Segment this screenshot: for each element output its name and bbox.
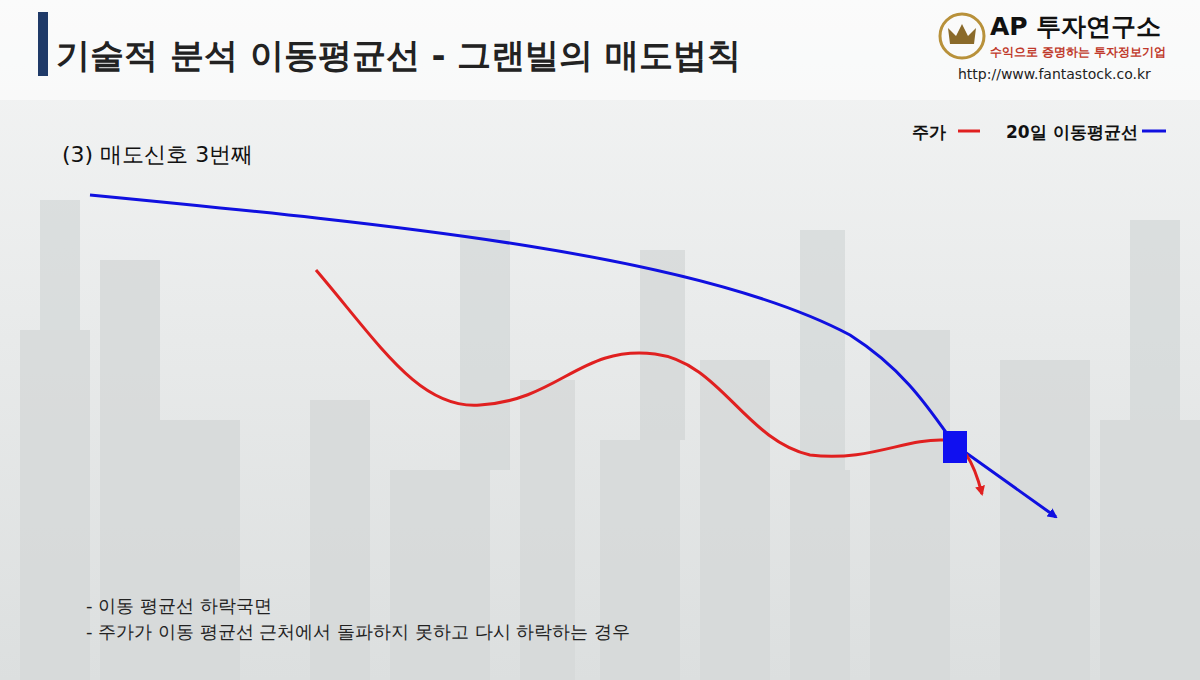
company-url: http://www.fantastock.co.kr bbox=[958, 66, 1151, 82]
section-heading: (3) 매도신호 3번째 bbox=[62, 140, 253, 170]
moving-average-line bbox=[90, 195, 1056, 517]
note-line: - 주가가 이동 평균선 근처에서 돌파하지 못하고 다시 하락하는 경우 bbox=[86, 620, 630, 644]
price-line bbox=[316, 270, 982, 494]
company-name: AP 투자연구소 bbox=[990, 10, 1161, 43]
legend-label: 주가 bbox=[912, 121, 946, 144]
buildings bbox=[20, 260, 1200, 680]
note-line: - 이동 평균선 하락국면 bbox=[86, 594, 272, 618]
company-slogan: 수익으로 증명하는 투자정보기업 bbox=[990, 44, 1166, 61]
title-bar bbox=[38, 12, 48, 76]
signal-marker bbox=[943, 431, 967, 463]
slide-title: 기술적 분석 이동평균선 - 그랜빌의 매도법칙 bbox=[56, 33, 741, 79]
header-ground bbox=[0, 0, 1200, 100]
crown-logo bbox=[940, 14, 984, 58]
far-buildings bbox=[40, 200, 1180, 470]
legend-label: 20일 이동평균선 bbox=[1006, 121, 1138, 144]
